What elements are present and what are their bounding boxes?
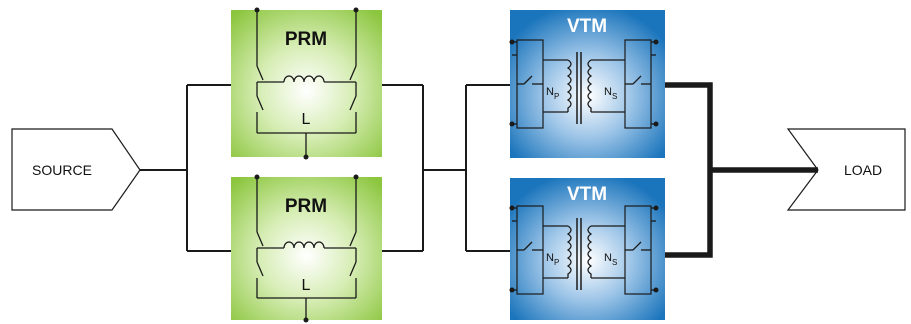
vtm-primary-label: N xyxy=(546,252,554,264)
prm-module-1: PRM L xyxy=(231,7,382,160)
vtm-module-2: VTM N P N S xyxy=(508,178,665,320)
prm-title: PRM xyxy=(285,29,327,50)
vtm-title: VTM xyxy=(567,16,607,37)
prm-module-2: PRM L xyxy=(231,174,382,323)
load-label: LOAD xyxy=(844,162,882,178)
vtm-title: VTM xyxy=(567,184,607,205)
vtm-module-1: VTM N P N S xyxy=(508,10,665,158)
load-block: LOAD xyxy=(786,128,906,211)
vtm-primary-sub: P xyxy=(554,92,559,101)
vtm-secondary-label: N xyxy=(604,86,612,98)
prm-inductor-label: L xyxy=(302,277,311,294)
prm-inductor-label: L xyxy=(302,111,311,128)
vtm-secondary-label: N xyxy=(604,252,612,264)
prm-box xyxy=(231,177,382,320)
vtm-box xyxy=(510,178,665,320)
prm-title: PRM xyxy=(285,196,327,217)
wiring xyxy=(140,82,818,258)
load-shape xyxy=(786,128,906,211)
source-label: SOURCE xyxy=(32,162,92,178)
inductor-icon xyxy=(283,75,325,83)
vtm-secondary-sub: S xyxy=(612,92,617,101)
source-shape xyxy=(11,128,141,211)
vtm-primary-label: N xyxy=(546,86,554,98)
vtm-primary-sub: P xyxy=(554,258,559,267)
vtm-secondary-sub: S xyxy=(612,258,617,267)
inductor-icon xyxy=(283,241,325,249)
source-block: SOURCE xyxy=(11,128,141,211)
